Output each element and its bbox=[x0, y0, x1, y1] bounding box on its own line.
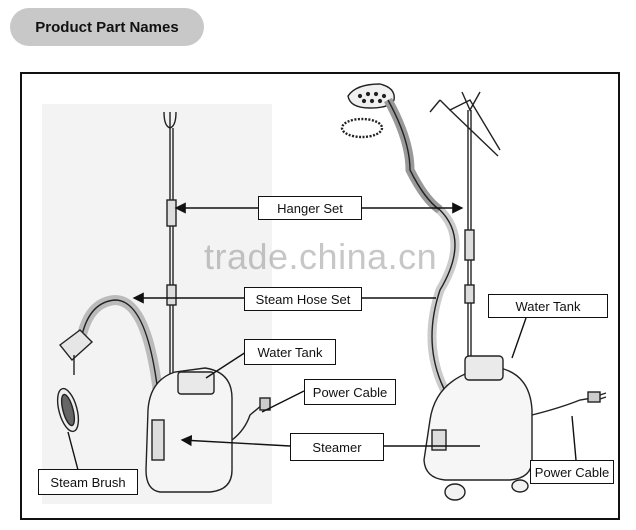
steam-brush-line bbox=[67, 431, 79, 471]
left-steamer bbox=[56, 111, 271, 493]
steamer-arrow-left bbox=[180, 434, 291, 447]
label-water-tank-right: Water Tank bbox=[488, 294, 608, 318]
leader-lines bbox=[67, 202, 577, 471]
label-steam-hose-set: Steam Hose Set bbox=[244, 287, 362, 311]
watermark-text: trade.china.cn bbox=[204, 236, 438, 277]
label-steamer: Steamer bbox=[290, 433, 384, 461]
diagram-frame bbox=[20, 72, 620, 520]
label-steam-brush: Steam Brush bbox=[38, 469, 138, 495]
label-power-cable-right: Power Cable bbox=[530, 460, 614, 484]
label-hanger-set: Hanger Set bbox=[258, 196, 362, 220]
power-cable-left-line bbox=[261, 390, 305, 413]
water-tank-right-line bbox=[511, 317, 527, 359]
label-water-tank-left: Water Tank bbox=[244, 339, 336, 365]
water-tank-left-line bbox=[205, 351, 247, 379]
page-title: Product Part Names bbox=[10, 8, 204, 46]
power-cable-right-line bbox=[571, 415, 577, 461]
right-steamer bbox=[340, 83, 607, 501]
label-power-cable-left: Power Cable bbox=[304, 379, 396, 405]
